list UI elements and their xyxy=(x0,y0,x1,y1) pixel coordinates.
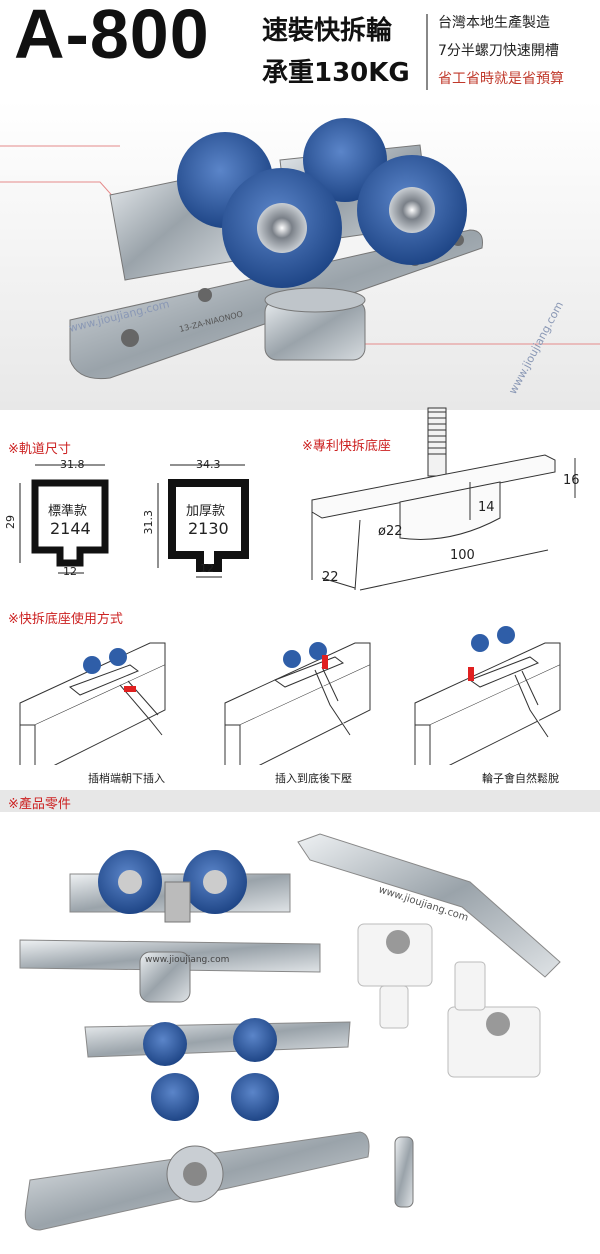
arrow-icon-3 xyxy=(468,667,474,681)
feature-3: 省工省時就是省預算 xyxy=(438,71,564,87)
std-code: 2144 xyxy=(50,519,91,538)
parts-title-bar: ※產品零件 xyxy=(0,790,600,812)
thick-label: 加厚款 xyxy=(186,504,226,519)
std-slot: 12 xyxy=(63,565,77,578)
parts-photo: www.jioujiang.com www.jioujiang.com xyxy=(0,812,600,1250)
header: A-800 速裝快拆輪 承重130KG 台灣本地生產製造 7分半螺刀快速開槽 省… xyxy=(0,0,600,100)
feature-2: 7分半螺刀快速開槽 xyxy=(438,43,559,59)
track-profile-drawings xyxy=(19,464,249,578)
load-capacity: 承重130KG xyxy=(262,58,410,88)
base-post-height: 14 xyxy=(478,500,495,515)
step-1-caption: 插梢端朝下插入 xyxy=(88,772,165,785)
parts-section-title: ※產品零件 xyxy=(8,797,71,812)
arrow-icon-2 xyxy=(322,655,328,669)
base-section-title: ※專利快拆底座 xyxy=(302,439,391,454)
feature-1: 台灣本地生產製造 xyxy=(438,15,550,31)
base-diameter: ø22 xyxy=(378,524,403,539)
step-3-caption: 輪子會自然鬆脫 xyxy=(482,772,559,785)
wheel-assembly-illustration: www.jioujiang.com www.jioujiang.com 13-Z… xyxy=(0,100,600,410)
model-number: A-800 xyxy=(14,0,210,73)
thick-width: 34.3 xyxy=(196,458,221,471)
base-dimension-drawing xyxy=(311,407,576,591)
header-divider xyxy=(426,14,428,90)
step-2-caption: 插入到底後下壓 xyxy=(275,772,352,785)
std-label: 標準款 xyxy=(48,504,88,519)
parts-illustration: www.jioujiang.com www.jioujiang.com xyxy=(19,833,561,1231)
arrow-icon-1 xyxy=(124,686,136,692)
std-width: 31.8 xyxy=(60,458,85,471)
usage-section-title: ※快拆底座使用方式 xyxy=(8,612,123,627)
track-section-title: ※軌道尺寸 xyxy=(8,442,71,457)
product-title: 速裝快拆輪 xyxy=(262,16,393,46)
base-width: 22 xyxy=(322,570,339,585)
thick-height: 31.3 xyxy=(142,510,155,535)
thick-code: 2130 xyxy=(188,519,229,538)
parts-watermark-1: www.jioujiang.com xyxy=(145,955,229,965)
usage-steps-drawing xyxy=(19,626,561,765)
std-height: 29 xyxy=(4,515,17,529)
base-length: 100 xyxy=(450,548,475,563)
thick-slot: 12 xyxy=(200,562,214,575)
product-photo: www.jioujiang.com www.jioujiang.com 13-Z… xyxy=(0,100,600,410)
base-height: 16 xyxy=(563,473,580,488)
